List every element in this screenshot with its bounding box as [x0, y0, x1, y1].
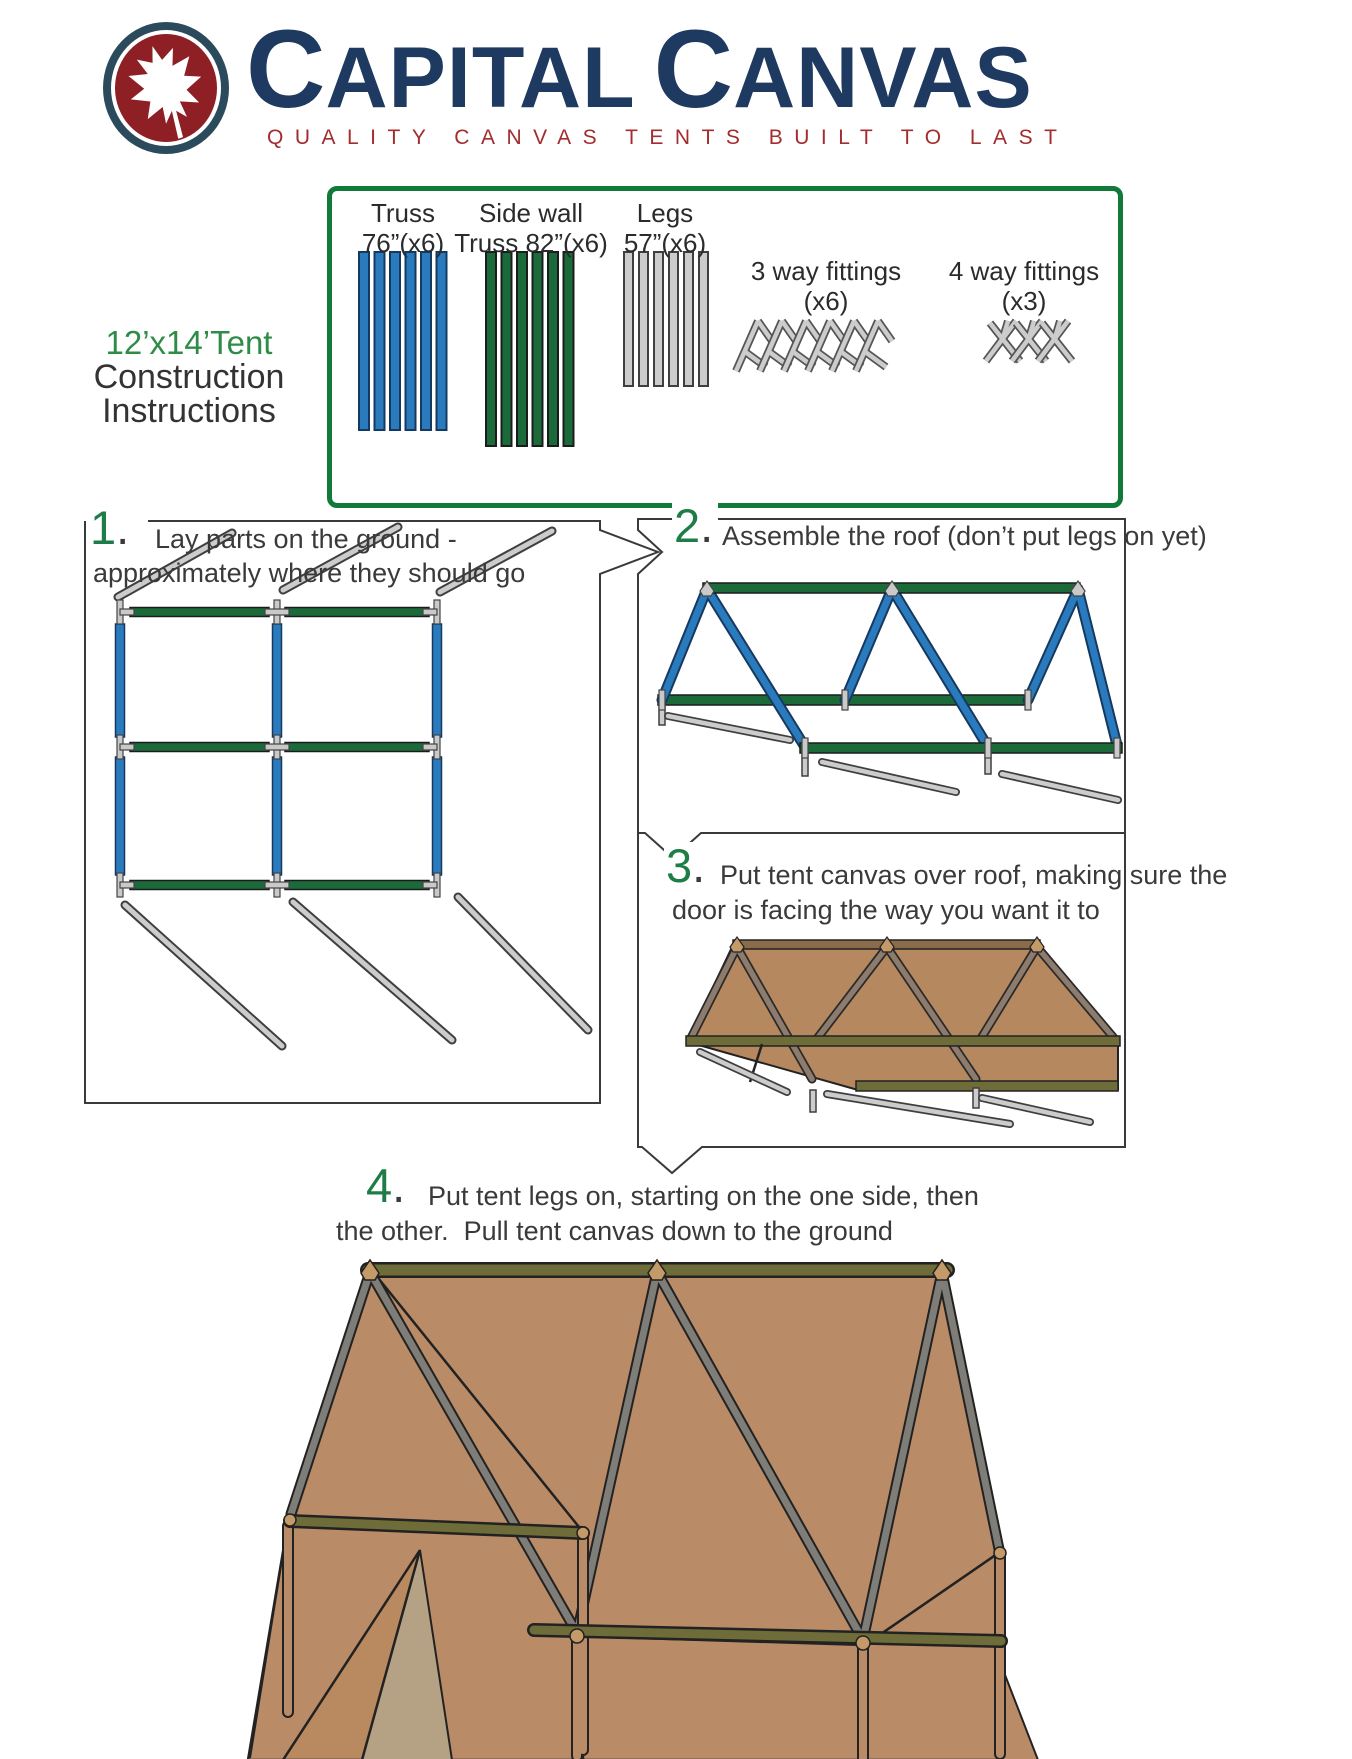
- side-wall-truss-bars: [485, 251, 575, 447]
- step2-step3-box: [637, 518, 1126, 1175]
- step1-text-line1: Lay parts on the ground -: [155, 524, 457, 554]
- step1-dot: .: [116, 501, 130, 554]
- part-truss-name: Truss: [370, 198, 436, 228]
- four-way-fitting-icons: [986, 321, 1072, 361]
- step-boxes-outline: [84, 518, 1126, 1175]
- step3-numeral: 3: [666, 839, 693, 892]
- tent-door-flap: [282, 1549, 422, 1759]
- step2-text-line1: Assemble the roof (don’t put legs on yet…: [722, 521, 1207, 551]
- step1-numeral: 1: [90, 501, 117, 554]
- tent-door-opening: [351, 1549, 453, 1759]
- part-truss-size: 76”(x6): [361, 227, 445, 258]
- part-3way-name: 3 way fittings: [750, 256, 902, 286]
- step2-diagram: [656, 579, 1123, 804]
- step2-dot: .: [700, 499, 714, 552]
- part-legs-name: Legs: [636, 198, 694, 228]
- maple-leaf-icon: [103, 22, 229, 154]
- step2-fittings: [658, 579, 1121, 759]
- step4-number: 4.: [364, 1159, 411, 1212]
- step1-fittings: [116, 599, 441, 898]
- step2-step3-divider: [638, 832, 1125, 860]
- step4-text-line2: the other. Pull tent canvas down to the …: [336, 1216, 893, 1246]
- brand-tagline: QUALITY CANVAS TENTS BUILT TO LAST: [267, 126, 1069, 149]
- part-label-three-way-fittings: 3 way fittings (x6): [746, 256, 906, 317]
- brand-word1-rest: APITAL: [325, 30, 636, 126]
- step3-diagram: [685, 935, 1121, 1128]
- part-sidewall-size: Truss 82”(x6): [454, 227, 608, 258]
- part-label-side-wall-truss: Side wall Truss 82”(x6): [451, 198, 611, 259]
- leg-bars: [623, 251, 709, 387]
- part-legs-size: 57”(x6): [623, 227, 707, 258]
- part-label-legs: Legs 57”(x6): [615, 198, 715, 259]
- brand-logo: [101, 20, 231, 156]
- step1-diagram: [113, 522, 593, 1051]
- step3-text-line1: Put tent canvas over roof, making sure t…: [720, 860, 1228, 890]
- step4-text-line1: Put tent legs on, starting on the one si…: [428, 1181, 979, 1211]
- step2-numeral: 2: [674, 499, 701, 552]
- step3-dot: .: [692, 839, 706, 892]
- step1-number: 1.: [88, 501, 135, 554]
- document-title: 12’x14’Tent Construction Instructions: [78, 326, 300, 429]
- part-label-four-way-fittings: 4 way fittings (x3): [944, 256, 1104, 317]
- step1-box: [84, 520, 661, 1104]
- title-line3: Instructions: [102, 392, 276, 431]
- step1-text-line2: approximately where they should go: [93, 558, 526, 588]
- brand-word2-rest: ANVAS: [733, 30, 1033, 126]
- step4-diagram: [246, 1258, 1039, 1759]
- part-label-truss: Truss 76”(x6): [333, 198, 473, 259]
- title-line2: Construction: [93, 357, 285, 396]
- part-3way-count: (x6): [803, 285, 849, 316]
- step4-dot: .: [392, 1159, 406, 1212]
- step3-number: 3.: [664, 839, 711, 892]
- title-size: 12’x14’Tent: [105, 324, 273, 361]
- parts-illustration: [358, 251, 1118, 447]
- parts-legend-box: Truss 76”(x6) Side wall Truss 82”(x6) Le…: [327, 186, 1123, 508]
- step3-text-line2: door is facing the way you want it to: [672, 895, 1100, 925]
- part-4way-count: (x3): [1001, 285, 1047, 316]
- step4-fittings: [283, 1258, 1007, 1651]
- step4-numeral: 4: [366, 1159, 393, 1212]
- step2-number: 2.: [672, 499, 719, 552]
- brand-word2-initial: C: [653, 8, 734, 131]
- part-4way-name: 4 way fittings: [948, 256, 1100, 286]
- three-way-fitting-icons: [736, 321, 892, 371]
- part-sidewall-name: Side wall: [478, 198, 584, 228]
- truss-bars: [358, 251, 448, 431]
- brand-word1-initial: C: [246, 8, 326, 131]
